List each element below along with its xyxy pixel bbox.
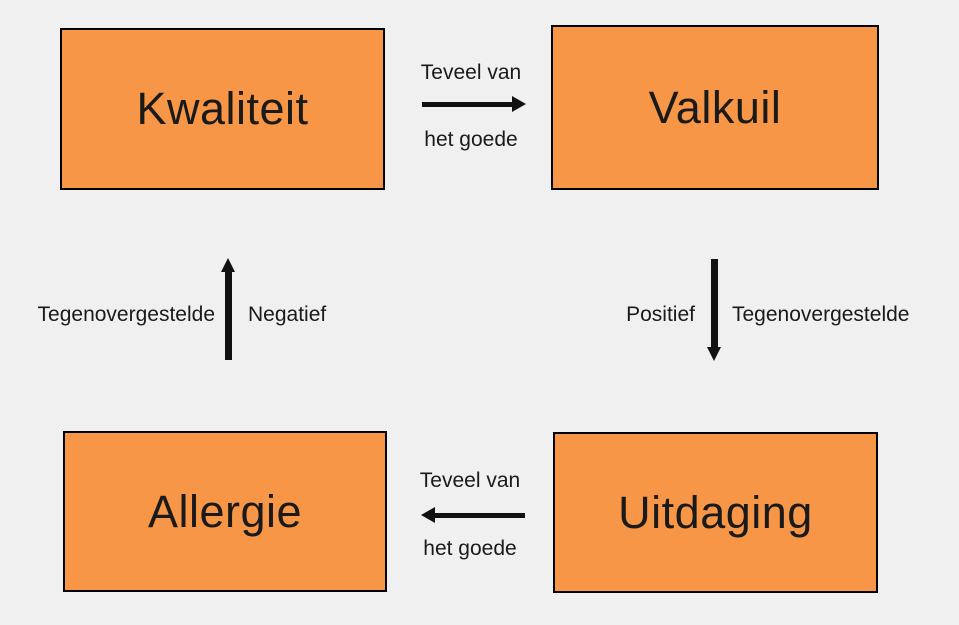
label-tegenovergestelde-right: Tegenovergestelde xyxy=(732,303,910,326)
arrow-shaft xyxy=(434,513,525,518)
arrow-kwaliteit-to-valkuil xyxy=(422,96,526,113)
label-tegenovergestelde-left: Tegenovergestelde xyxy=(37,303,215,326)
label-teveel-van-top: Teveel van xyxy=(420,61,522,84)
arrow-shaft xyxy=(422,102,513,107)
arrow-down-icon xyxy=(707,347,721,361)
box-uitdaging-label: Uitdaging xyxy=(618,486,813,538)
label-het-goede-bottom: het goede xyxy=(423,537,517,560)
arrow-shaft xyxy=(225,271,232,360)
label-negatief: Negatief xyxy=(248,303,327,326)
box-allergie-label: Allergie xyxy=(147,485,303,537)
box-uitdaging: Uitdaging xyxy=(553,432,878,593)
arrow-up-icon xyxy=(221,258,235,272)
arrow-uitdaging-to-allergie xyxy=(421,507,525,524)
box-valkuil-label: Valkuil xyxy=(648,81,782,133)
arrow-right-icon xyxy=(512,96,526,112)
arrow-valkuil-to-uitdaging xyxy=(707,259,722,361)
arrow-allergie-to-kwaliteit xyxy=(221,258,236,360)
arrow-shaft xyxy=(711,259,718,348)
box-kwaliteit-label: Kwaliteit xyxy=(136,83,309,134)
box-kwaliteit: Kwaliteit xyxy=(60,28,385,190)
label-het-goede-top: het goede xyxy=(424,128,518,151)
arrow-left-icon xyxy=(421,507,435,523)
label-teveel-van-bottom: Teveel van xyxy=(419,469,521,492)
label-positief: Positief xyxy=(626,303,695,326)
box-allergie: Allergie xyxy=(63,431,387,592)
box-valkuil: Valkuil xyxy=(551,25,879,190)
